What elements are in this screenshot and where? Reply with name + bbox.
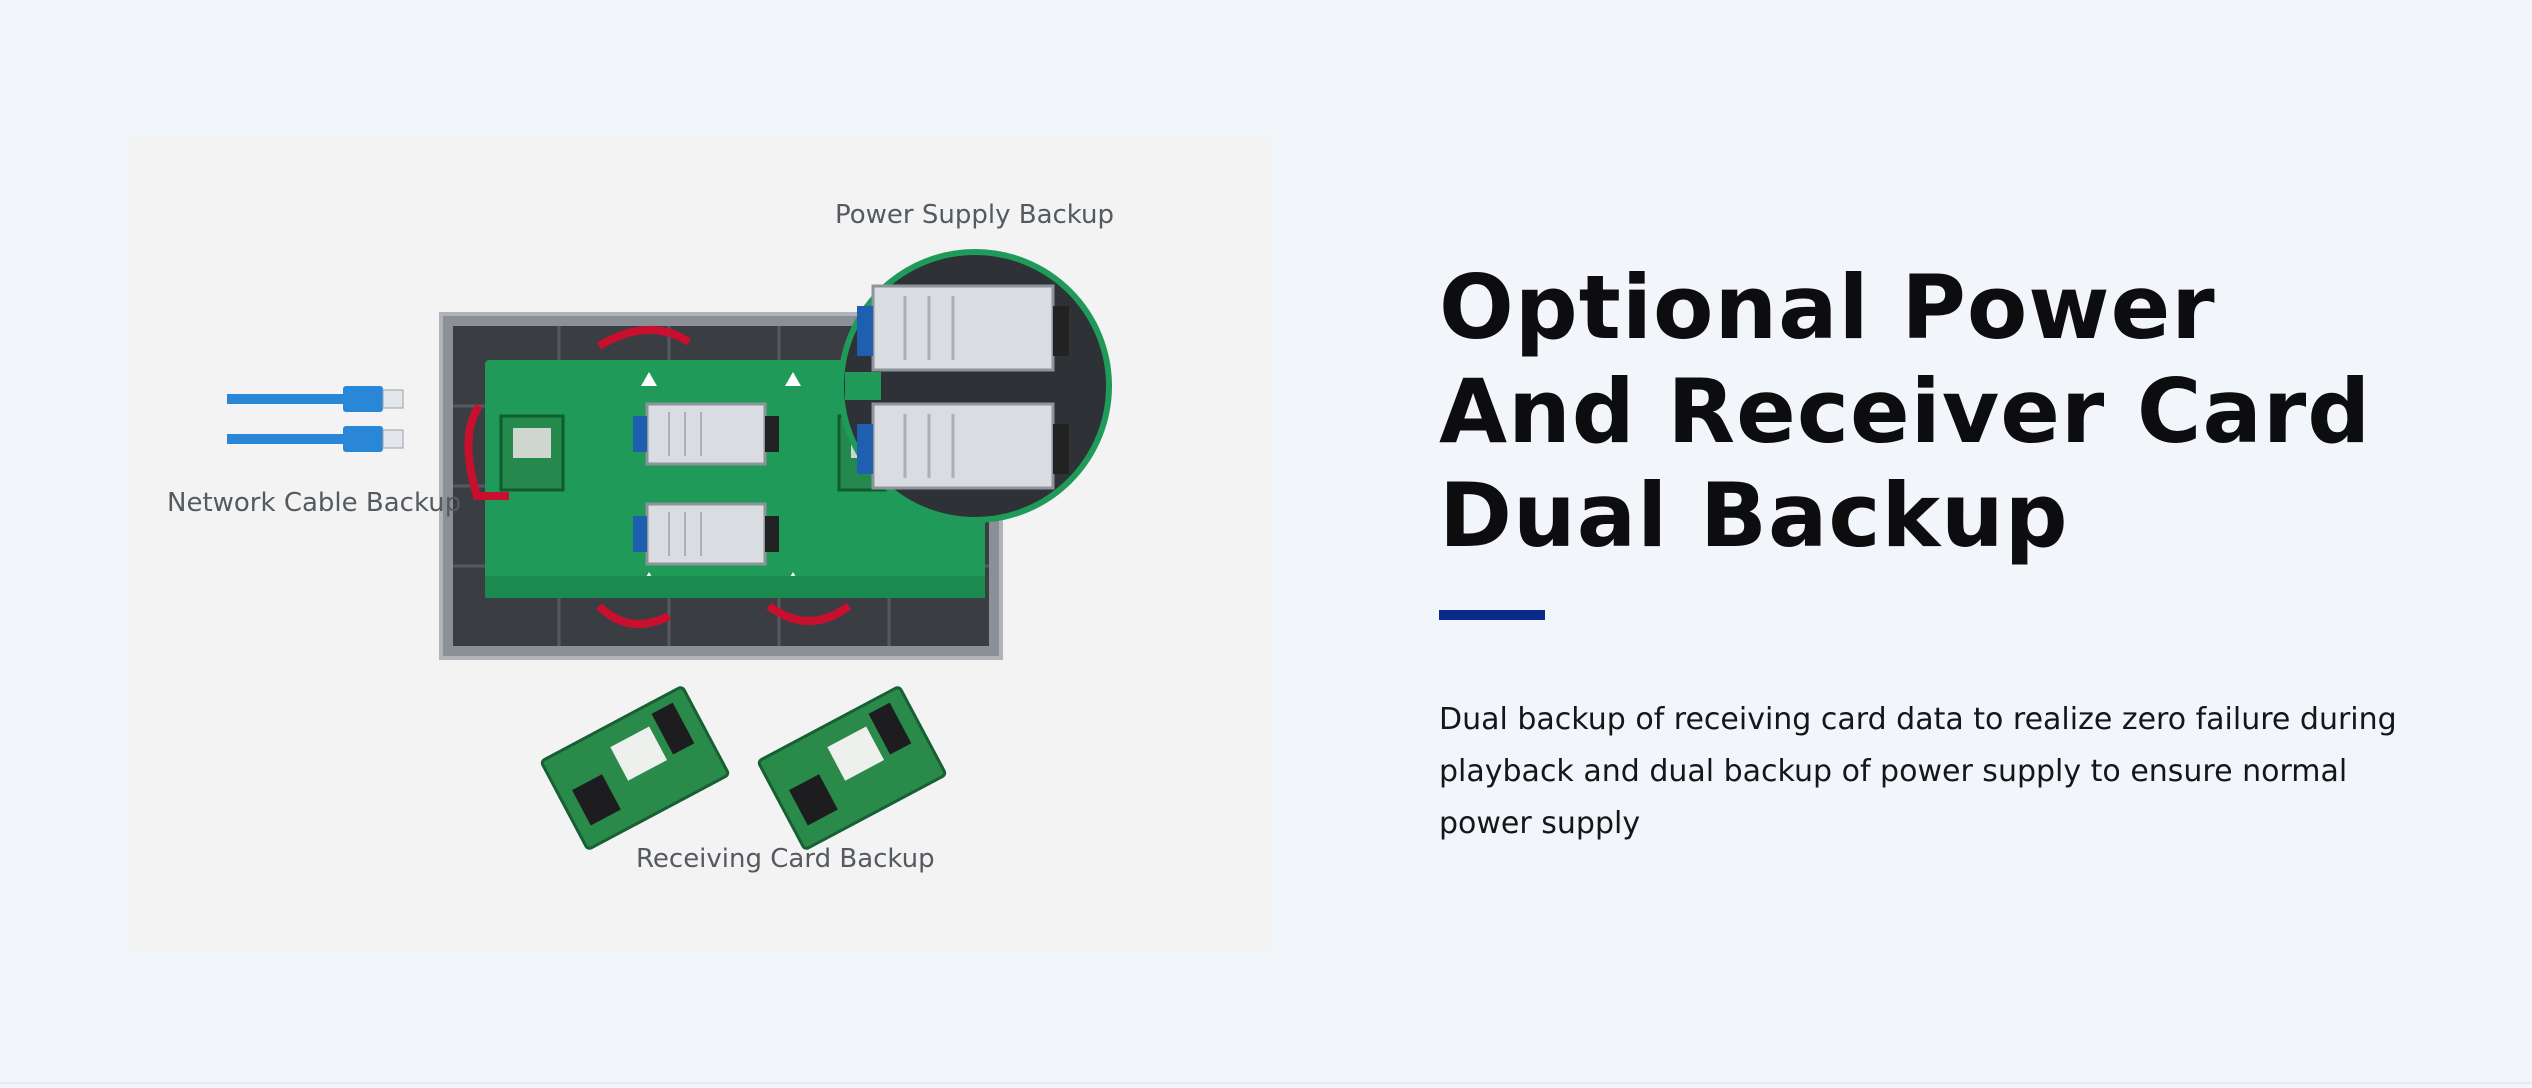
receiving-card-backup-label: Receiving Card Backup	[636, 844, 935, 874]
section-divider	[0, 1082, 2532, 1084]
feature-text: Optional Power And Receiver Card Dual Ba…	[1439, 256, 2439, 880]
product-illustration: Power Supply Backup Network Cable Backup…	[129, 136, 1271, 952]
network-cable-backup-label: Network Cable Backup	[167, 488, 462, 518]
led-cabinet-diagram	[227, 249, 1112, 850]
power-supply-backup-label: Power Supply Backup	[835, 200, 1115, 230]
power-supply-zoom	[838, 249, 1112, 523]
feature-title: Optional Power And Receiver Card Dual Ba…	[1439, 256, 2372, 567]
feature-description: Dual backup of receiving card data to re…	[1439, 702, 2397, 841]
network-cables	[227, 386, 404, 452]
receiving-cards	[540, 686, 947, 850]
title-accent-bar	[1439, 610, 1545, 620]
